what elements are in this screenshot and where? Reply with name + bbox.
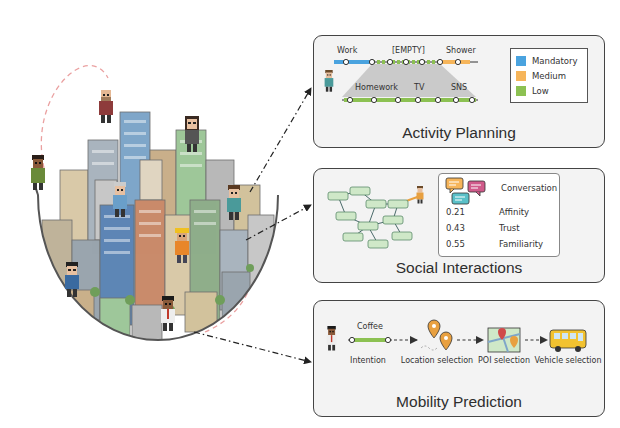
legend-row: Low [516,83,582,98]
node-title: Activity Planning [314,124,604,142]
conversation-box: Conversation 0.21 Affinity 0.43 Trust 0.55 Fam… [438,173,560,257]
pipeline-step: Location selection [420,322,454,372]
pixel-person [31,155,45,190]
legend-swatch [516,71,526,81]
pipeline-step: POI selection [486,322,522,372]
annotation-label: Shower [446,46,476,55]
city-bowl [34,168,278,340]
node-text: 0.55 [446,239,465,249]
node-title: Social Interactions [314,259,604,277]
node-title: Location selection [401,356,473,365]
node-text: Affinity [499,207,529,217]
legend-row: Mandatory [516,53,582,68]
pipeline-step: Vehicle selection [550,322,586,372]
legend-row: Medium [516,68,582,83]
node-title: Mobility Prediction [314,393,604,411]
annotation-label: [EMPTY] [392,46,425,55]
pixel-person [175,228,189,263]
pixel-person [185,116,199,152]
annotation-label: Work [337,46,357,55]
legend-swatch [516,86,526,96]
annotation-label: SNS [451,83,467,92]
legend-text: Low [532,86,549,96]
trajectory-arc [41,66,255,332]
city-trees [56,264,254,315]
node-text: 0.21 [446,207,465,217]
pixel-person [99,90,113,123]
legend-text: Medium [532,71,566,81]
node-title: Intention [350,356,386,365]
pixel-person [227,185,241,220]
pixel-person [65,262,79,297]
node-title: Vehicle selection [534,356,601,365]
node-text: 0.43 [446,223,465,233]
node-text: Familiarity [499,239,543,249]
module-panel: Mobility Prediction Intention Location sel… [313,300,605,417]
city-buildings [42,112,274,345]
annotation-label: Homework [355,83,398,92]
node-title: POI selection [478,356,530,365]
building-windows [92,120,216,254]
pixel-person [161,296,175,331]
legend-box: MandatoryMediumLow [510,48,588,103]
pixel-person [113,182,127,217]
module-panel: Social Interactions Conversation 0.21 Affin… [313,168,605,283]
node-title: Conversation [501,183,557,193]
legend-swatch [516,56,526,66]
annotation-label: TV [414,83,424,92]
annotation-label: Coffee [357,322,383,331]
node-text: Trust [499,223,520,233]
legend-text: Mandatory [532,56,578,66]
pointer-arrow [194,88,311,362]
